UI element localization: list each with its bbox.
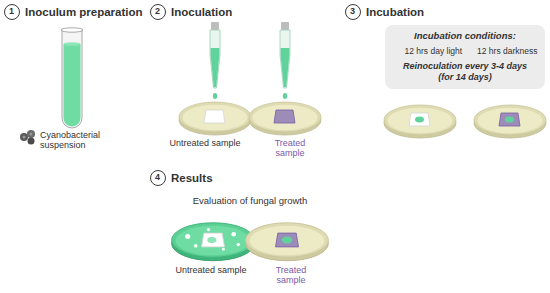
drop xyxy=(283,93,287,99)
step-number: 3 xyxy=(346,5,359,18)
step-number-circle: 4Results xyxy=(150,170,166,186)
sample-label: Treated sample xyxy=(269,265,313,286)
results-subheading: Evaluation of fungal growth xyxy=(165,196,335,207)
colony xyxy=(231,232,236,237)
petri-dish xyxy=(179,102,251,135)
petri-dish xyxy=(474,105,546,138)
sample-label: Treated sample xyxy=(268,138,312,159)
step-number-circle: 3Incubation xyxy=(345,4,361,20)
colony xyxy=(237,243,240,246)
untreated-sample xyxy=(204,110,225,123)
cell-core xyxy=(30,133,33,136)
cell xyxy=(28,138,35,145)
liquid-surface xyxy=(64,42,81,46)
cell-core xyxy=(23,136,26,139)
pipette-liquid xyxy=(281,48,290,87)
step-number-circle: 2Inoculation xyxy=(150,4,166,20)
test-tube xyxy=(61,28,83,128)
colony xyxy=(194,244,198,248)
step-number: 4 xyxy=(151,171,164,184)
untreated-sample xyxy=(202,233,225,247)
pipette-liquid xyxy=(211,48,220,87)
dark-condition: 12 hrs darkness xyxy=(477,46,537,56)
pipette-body xyxy=(280,30,290,88)
cell xyxy=(20,133,28,141)
treated-sample xyxy=(274,110,295,123)
step-number: 1 xyxy=(5,5,18,18)
petri-dish xyxy=(249,102,321,135)
treated-sample xyxy=(276,233,299,247)
step-heading: Inoculum preparation xyxy=(25,4,143,20)
petri-dish xyxy=(384,105,456,138)
tube-glass xyxy=(62,30,82,128)
sample-label: Untreated sample xyxy=(171,265,251,275)
cell-icon xyxy=(20,130,35,145)
conditions-row: 12 hrs day light 12 hrs darkness xyxy=(391,46,539,56)
result-dish xyxy=(246,223,329,261)
step-heading: Results xyxy=(171,170,213,186)
pipette xyxy=(210,22,220,99)
sample-label: Untreated sample xyxy=(165,138,245,148)
step-heading: Inoculation xyxy=(171,4,232,20)
result-dish xyxy=(172,223,255,261)
light-condition: 12 hrs day light xyxy=(404,46,462,56)
pipette-body xyxy=(210,30,220,88)
green-suspension xyxy=(64,44,81,127)
conditions-heading: Incubation conditions: xyxy=(391,30,539,41)
cyanobacteria-spot xyxy=(505,117,514,123)
cyanobacteria-spot xyxy=(282,237,292,244)
colony xyxy=(222,248,225,251)
step-number: 2 xyxy=(151,5,164,18)
reinoculation-note: Reinoculation every 3-4 days (for 14 day… xyxy=(391,61,539,83)
cell xyxy=(27,130,35,138)
pipette-cap xyxy=(211,22,219,30)
step-heading: Incubation xyxy=(366,4,424,20)
drop xyxy=(213,93,217,99)
dish-rim xyxy=(172,223,255,258)
treated-sample xyxy=(499,113,520,126)
pipette xyxy=(280,22,290,99)
cyanobacteria-spot xyxy=(415,117,424,123)
fungal-growth xyxy=(176,226,251,255)
condition-icons xyxy=(393,46,474,56)
colony xyxy=(185,234,190,239)
petri-dish xyxy=(246,223,329,261)
inoculum-label: Cyanobacterial suspension xyxy=(40,130,106,151)
pipette-cap xyxy=(281,22,289,30)
conditions-box: Incubation conditions:12 hrs day light12… xyxy=(385,25,545,89)
tube-rim xyxy=(61,28,83,32)
colony xyxy=(207,228,210,231)
untreated-sample xyxy=(409,113,430,126)
cyanobacteria-spot xyxy=(207,237,216,243)
step-number-circle: 1Inoculum preparation xyxy=(4,4,20,20)
